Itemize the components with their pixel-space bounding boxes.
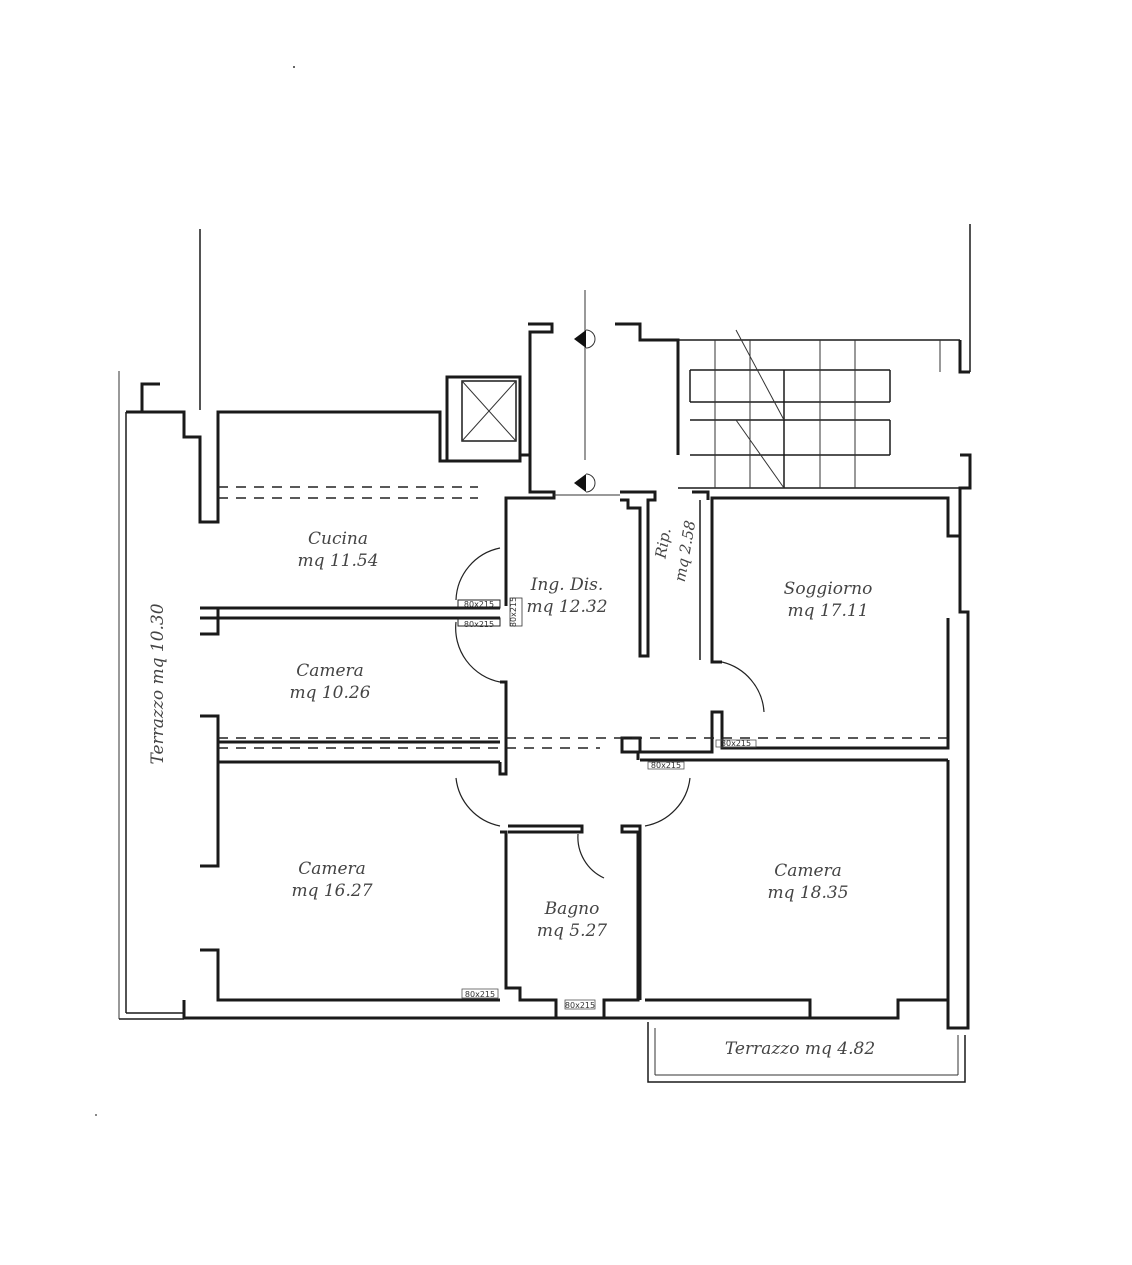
room-area-rip: mq 2.58 — [671, 519, 699, 583]
opening-label: 80x215 — [464, 600, 494, 609]
staircase — [678, 329, 960, 489]
room-name-rip: Rip. — [651, 527, 674, 561]
room-name-bagno: Bagno — [544, 899, 600, 919]
room-name-soggiorno: Soggiorno — [784, 579, 873, 599]
opening-label: 80x215 — [565, 1001, 595, 1010]
room-area-camera-2: mq 16.27 — [291, 881, 372, 901]
room-area-bagno: mq 5.27 — [537, 921, 607, 941]
opening-label: 80x215 — [465, 990, 495, 999]
room-name-camera-1: Camera — [296, 661, 364, 681]
section-markers — [574, 329, 596, 493]
room-area-ingresso: mq 12.32 — [526, 597, 607, 617]
scan-specks — [95, 66, 295, 1116]
terrace-left-label: Terrazzo mq 10.30 — [148, 603, 168, 764]
opening-hatches — [457, 597, 757, 1010]
opening-label: 80x215 — [509, 597, 518, 627]
room-area-camera-1: mq 10.26 — [289, 683, 370, 703]
room-area-camera-3: mq 18.35 — [767, 883, 848, 903]
elevator-shaft — [461, 380, 517, 442]
terrace-bottom: Terrazzo mq 4.82 — [647, 1022, 966, 1083]
opening-labels: 80x215 80x215 80x215 80x215 80x215 80x21… — [464, 597, 751, 1010]
dashed-beams — [218, 290, 948, 749]
room-name-camera-3: Camera — [774, 861, 842, 881]
door-swings — [455, 547, 765, 879]
opening-label: 80x215 — [651, 761, 681, 770]
opening-label: 80x215 — [721, 739, 751, 748]
room-area-cucina: mq 11.54 — [297, 551, 378, 571]
room-name-camera-2: Camera — [298, 859, 366, 879]
room-name-cucina: Cucina — [308, 529, 368, 549]
room-area-soggiorno: mq 17.11 — [787, 601, 868, 621]
walls — [119, 322, 972, 1030]
room-name-ingresso: Ing. Dis. — [530, 575, 604, 595]
terrace-left: Terrazzo mq 10.30 — [148, 603, 168, 764]
room-labels: Cucina mq 11.54 Ing. Dis. mq 12.32 Rip. … — [289, 519, 872, 941]
opening-label: 80x215 — [464, 620, 494, 629]
boundary-lines — [118, 224, 971, 1019]
terrace-bottom-label: Terrazzo mq 4.82 — [725, 1039, 875, 1059]
